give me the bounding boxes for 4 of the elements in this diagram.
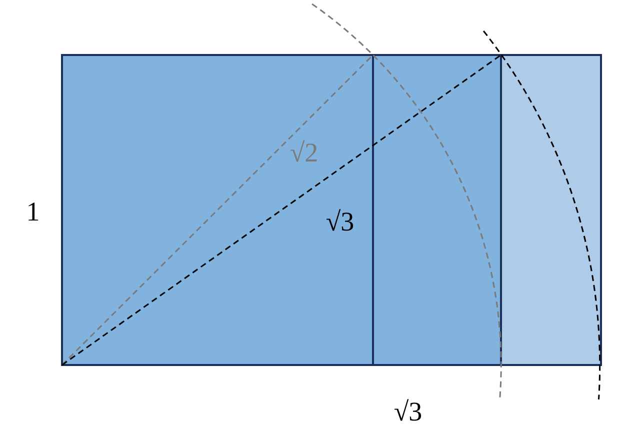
dimension-label: 1	[26, 198, 40, 226]
dimension-label: √3	[394, 398, 422, 426]
dimension-label: √2	[290, 140, 318, 166]
dimension-label: √3	[326, 208, 354, 236]
